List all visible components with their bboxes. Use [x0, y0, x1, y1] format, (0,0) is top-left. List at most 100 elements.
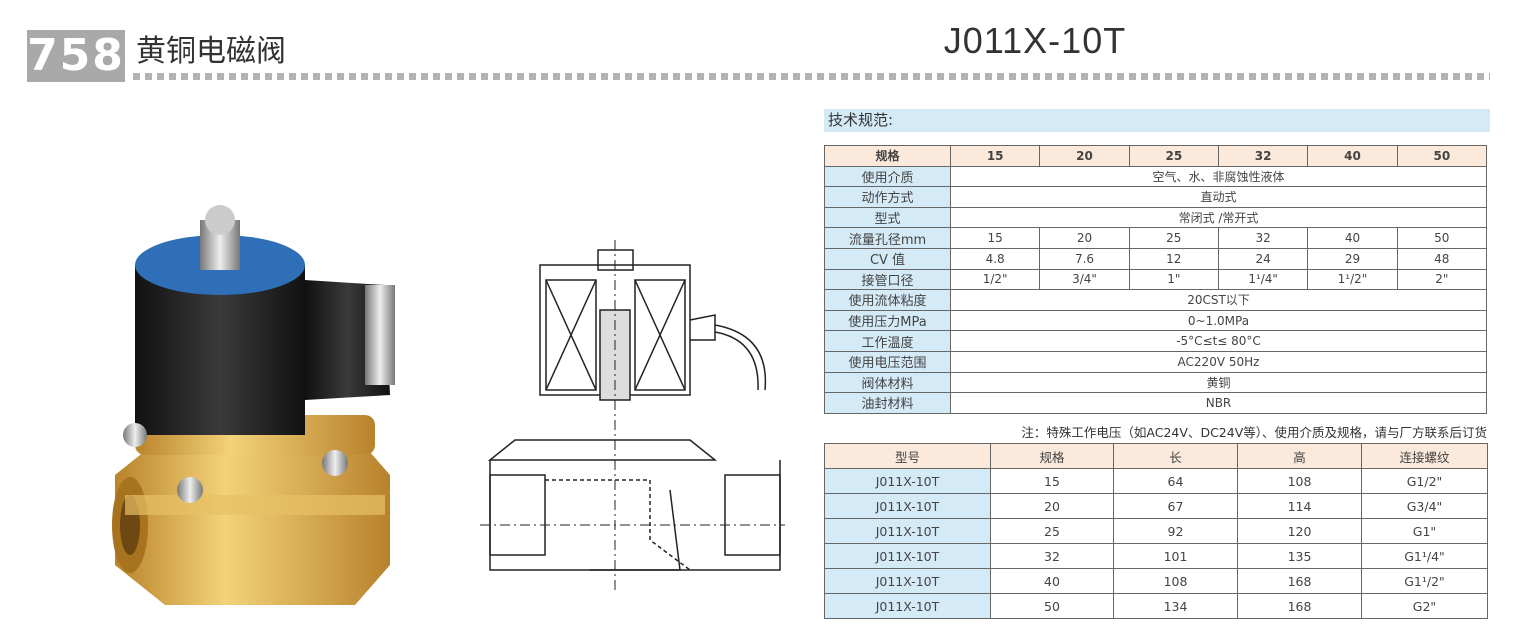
spec-row-value: 2" — [1396, 268, 1488, 291]
spec-row: 阀体材料黄铜 — [824, 371, 1487, 394]
model-cell: J011X-10T — [824, 468, 991, 494]
spec-row-label: 使用压力MPa — [824, 309, 951, 332]
dimension-cell: G1¹/2" — [1361, 568, 1488, 594]
model-cell: J011X-10T — [824, 543, 991, 569]
spec-row-value: 7.6 — [1039, 247, 1130, 270]
dimension-cell: G2" — [1361, 593, 1488, 619]
spec-row: 型式常闭式 /常开式 — [824, 206, 1487, 229]
spec-row: 使用介质空气、水、非腐蚀性液体 — [824, 165, 1487, 188]
spec-row-value: 25 — [1128, 227, 1219, 249]
dimension-cell: 40 — [990, 568, 1114, 594]
spec-row-value: 0~1.0MPa — [950, 309, 1487, 332]
model-cell: J011X-10T — [824, 493, 991, 519]
spec-row-value: 1/2" — [949, 268, 1041, 291]
spec-size-header: 50 — [1396, 145, 1488, 167]
spec-row-value: 4.8 — [949, 247, 1041, 270]
dimension-cell: 114 — [1237, 493, 1362, 519]
spec-size-header: 40 — [1307, 145, 1398, 167]
dimensions-column-header: 长 — [1113, 443, 1238, 469]
spec-row-value: 40 — [1307, 227, 1398, 249]
spec-row-label: 流量孔径mm — [824, 227, 951, 249]
spec-section-heading: 技术规范: — [824, 109, 1490, 132]
dimensions-column-header: 型号 — [824, 443, 991, 469]
dimension-cell: 67 — [1113, 493, 1238, 519]
dimension-cell: 20 — [990, 493, 1114, 519]
dimensions-column-header: 高 — [1237, 443, 1362, 469]
spec-row-value: -5°C≤t≤ 80°C — [950, 330, 1487, 352]
model-cell: J011X-10T — [824, 518, 991, 544]
spec-row-value: 20 — [1039, 227, 1130, 249]
dimension-cell: 101 — [1113, 543, 1238, 569]
spec-row-label: 使用电压范围 — [824, 350, 951, 373]
dimension-cell: 168 — [1237, 568, 1362, 594]
dimension-cell: 15 — [990, 468, 1114, 494]
model-title: J011X-10T — [943, 20, 1127, 61]
order-note: 注：特殊工作电压（如AC24V、DC24V等）、使用介质及规格，请与厂方联系后订… — [1021, 425, 1487, 440]
spec-size-header: 20 — [1039, 145, 1130, 167]
spec-row-value: 24 — [1217, 247, 1309, 270]
dimension-cell: 120 — [1237, 518, 1362, 544]
spec-row-value: 12 — [1128, 247, 1219, 270]
dimensions-header-row: 型号规格长高连接螺纹 — [824, 443, 1488, 469]
spec-row-label: 使用流体粘度 — [824, 289, 951, 311]
spec-row: 动作方式直动式 — [824, 186, 1487, 208]
spec-row: 工作温度-5°C≤t≤ 80°C — [824, 330, 1487, 352]
spec-row-value: 32 — [1217, 227, 1309, 249]
dimension-cell: G1¹/4" — [1361, 543, 1488, 569]
spec-size-header: 15 — [949, 145, 1041, 167]
dimension-cell: 64 — [1113, 468, 1238, 494]
spec-row-value: 50 — [1396, 227, 1488, 249]
page-title: 黄铜电磁阀 — [136, 34, 286, 69]
model-cell: J011X-10T — [824, 568, 991, 594]
spec-row-value: 29 — [1307, 247, 1398, 270]
spec-row-value: 常闭式 /常开式 — [950, 206, 1487, 229]
dimension-cell: 135 — [1237, 543, 1362, 569]
spec-row-value: AC220V 50Hz — [950, 350, 1487, 373]
model-cell: J011X-10T — [824, 593, 991, 619]
dimension-cell: 32 — [990, 543, 1114, 569]
spec-row-value: 15 — [949, 227, 1041, 249]
spec-row-value: 48 — [1396, 247, 1488, 270]
dimension-cell: 92 — [1113, 518, 1238, 544]
spec-row-label: 油封材料 — [824, 392, 951, 414]
spec-row-value: 20CST以下 — [950, 289, 1487, 311]
spec-row-label: CV 值 — [824, 247, 951, 270]
dimension-cell: 108 — [1113, 568, 1238, 594]
spec-row-label: 型式 — [824, 206, 951, 229]
spec-row-value: 直动式 — [950, 186, 1487, 208]
spec-size-header: 32 — [1217, 145, 1309, 167]
dimension-cell: G1/2" — [1361, 468, 1488, 494]
dimension-cell: 25 — [990, 518, 1114, 544]
dimensions-column-header: 规格 — [990, 443, 1114, 469]
dimension-cell: 134 — [1113, 593, 1238, 619]
dimension-cell: 50 — [990, 593, 1114, 619]
spec-row-value: 黄铜 — [950, 371, 1487, 394]
spec-row-value: 1¹/2" — [1307, 268, 1398, 291]
valve-cross-section-drawing — [480, 240, 785, 590]
page-number: 758 — [27, 30, 125, 82]
dimension-cell: 108 — [1237, 468, 1362, 494]
spec-row-value: 空气、水、非腐蚀性液体 — [950, 165, 1487, 188]
dimension-cell: G3/4" — [1361, 493, 1488, 519]
dotted-divider — [133, 73, 1490, 80]
spec-row-value: 1¹/4" — [1217, 268, 1309, 291]
spec-row-label: 阀体材料 — [824, 371, 951, 394]
spec-row-label: 接管口径 — [824, 268, 951, 291]
spec-row-value: 1" — [1128, 268, 1219, 291]
spec-header-label: 规格 — [824, 145, 951, 167]
spec-row-label: 使用介质 — [824, 165, 951, 188]
